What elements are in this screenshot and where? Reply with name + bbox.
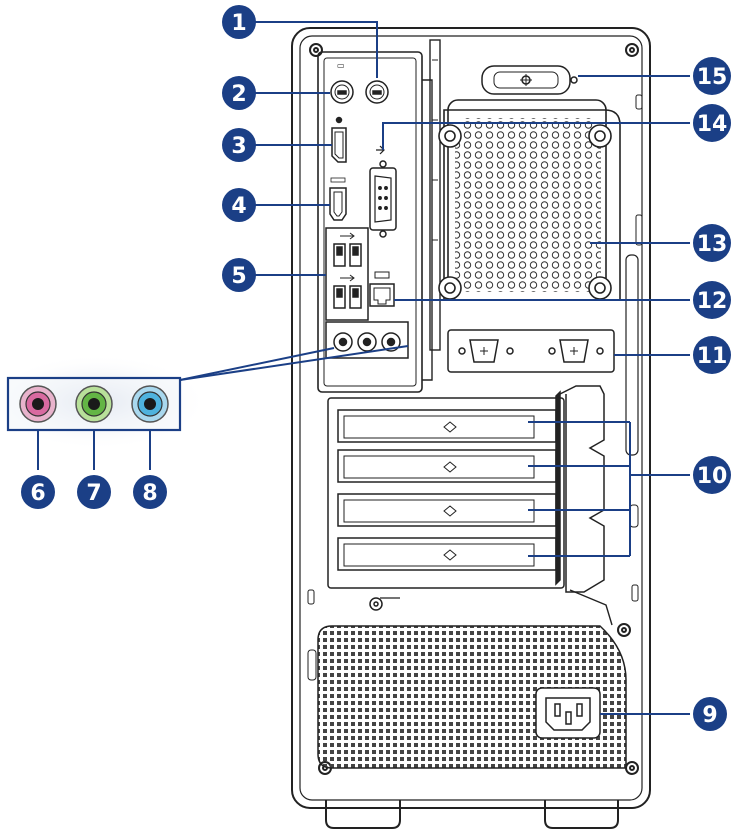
svg-text:6: 6	[30, 481, 45, 506]
svg-text:1: 1	[231, 11, 246, 36]
serial-ports	[447, 329, 615, 373]
audio-zoom-inset	[0, 345, 409, 470]
callout-14: 14	[693, 104, 731, 142]
svg-text:12: 12	[697, 289, 728, 314]
callout-7: 7	[77, 475, 111, 509]
svg-text:2: 2	[231, 82, 246, 107]
callout-8: 8	[133, 475, 167, 509]
callout-12: 12	[693, 281, 731, 319]
svg-text:15: 15	[697, 65, 728, 90]
rear-fan-grille	[438, 99, 621, 301]
callout-2: 2	[222, 76, 256, 110]
svg-text:3: 3	[231, 134, 246, 159]
svg-text:14: 14	[697, 112, 728, 137]
lan-port	[369, 271, 395, 307]
vga-port	[369, 145, 397, 238]
hdmi-port	[329, 177, 347, 221]
leader-lines	[255, 21, 690, 715]
callout-6: 6	[21, 475, 55, 509]
svg-text:5: 5	[231, 264, 246, 289]
callout-11: 11	[693, 336, 731, 374]
ps2-keyboard-port	[365, 80, 389, 104]
svg-text:9: 9	[702, 703, 717, 728]
expansion-slots	[327, 385, 613, 626]
ps2-mouse-port: ▭	[330, 61, 354, 104]
expansion-bracket-column	[429, 39, 441, 351]
callout-3: 3	[222, 128, 256, 162]
usb-ports	[325, 227, 369, 321]
displayport-port	[331, 116, 347, 163]
svg-text:▭: ▭	[337, 61, 345, 70]
svg-text:7: 7	[86, 481, 101, 506]
line-in-jack-pink	[19, 385, 57, 423]
callout-15: 15	[693, 57, 731, 95]
callout-1: 1	[222, 5, 256, 39]
io-shield	[317, 51, 433, 393]
case-outline	[291, 27, 651, 829]
svg-text:13: 13	[697, 232, 728, 257]
power-supply	[317, 625, 627, 769]
top-connector-plate	[481, 65, 578, 95]
mic-jack-blue	[131, 385, 169, 423]
callout-5: 5	[222, 258, 256, 292]
svg-text:10: 10	[697, 464, 728, 489]
callout-10: 10	[693, 456, 731, 494]
line-out-jack-green	[75, 385, 113, 423]
rear-audio-jacks	[325, 321, 409, 359]
svg-text:4: 4	[231, 194, 246, 219]
svg-text:11: 11	[697, 344, 728, 369]
callout-9: 9	[693, 697, 727, 731]
callout-4: 4	[222, 188, 256, 222]
callout-13: 13	[693, 224, 731, 262]
svg-text:8: 8	[142, 481, 157, 506]
callout-badges: 1 2 3 4 5 6 7 8	[21, 5, 731, 731]
